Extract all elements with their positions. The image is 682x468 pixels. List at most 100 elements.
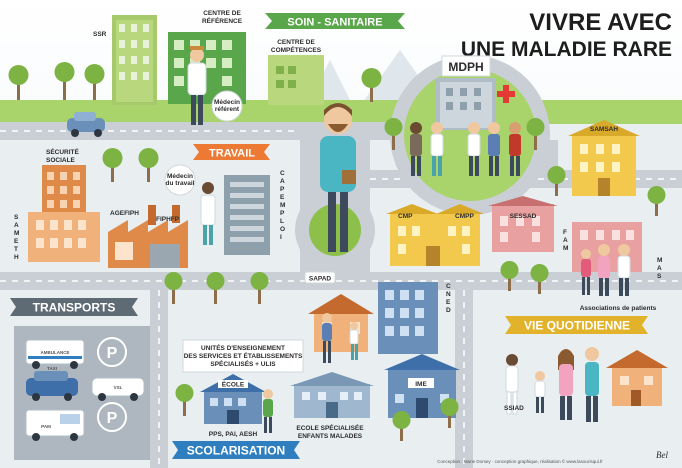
ribbon-travail-label: TRAVAIL xyxy=(209,148,255,160)
parking-p-icon: P xyxy=(107,345,118,362)
building-mdph xyxy=(436,55,496,130)
label-pam: PAM xyxy=(41,424,51,429)
sameth-letter: S xyxy=(14,214,19,221)
cned-letter: D xyxy=(446,307,451,314)
cap-emploi-letter: A xyxy=(280,178,285,185)
person-medecin-travail xyxy=(200,182,216,245)
label-pps: PPS, PAI, AESH xyxy=(209,431,258,438)
cap-emploi-letter: M xyxy=(280,202,285,209)
building-ecole-specialisee xyxy=(290,372,374,418)
label-samsah: SAMSAH xyxy=(590,126,618,133)
cap-emploi-letter: O xyxy=(280,226,285,233)
building-house-vie xyxy=(606,350,668,406)
cned-letter: E xyxy=(446,299,451,306)
label-centre-comp-1: CENTRE DE xyxy=(277,39,315,46)
label-cned: C N E D xyxy=(446,283,451,314)
person-teacher xyxy=(263,389,273,433)
label-ambulance: AMBULANCE xyxy=(41,350,70,355)
building-cned xyxy=(378,282,438,354)
trees-bottom xyxy=(175,384,459,441)
sameth-letter: H xyxy=(14,254,19,261)
label-ssr: SSR xyxy=(93,31,107,38)
vehicle-taxi xyxy=(26,371,78,401)
vehicle-vsl xyxy=(91,377,145,401)
vehicle-ambulance xyxy=(25,339,85,369)
ribbon-vie-label: VIE QUOTIDIENNE xyxy=(524,319,630,333)
sameth-letter: T xyxy=(14,246,18,253)
cap-emploi-letter: P xyxy=(280,186,285,193)
building-ecole xyxy=(200,374,266,424)
building-ssr xyxy=(112,15,157,105)
label-associations: Associations de patients xyxy=(580,305,657,312)
parking-p-icon: P xyxy=(107,410,118,427)
cap-emploi-letter: E xyxy=(280,194,285,201)
building-centre-competences xyxy=(268,55,324,105)
mas-letter: A xyxy=(657,265,662,272)
ribbon-scolarisation: SCOLARISATION xyxy=(172,441,300,459)
fam-letter: A xyxy=(563,237,568,244)
person-central-character xyxy=(320,103,356,252)
ribbon-vie-quotidienne: VIE QUOTIDIENNE xyxy=(505,316,648,334)
building-samsah xyxy=(568,120,640,196)
label-medecin-ref-1: Médecin xyxy=(214,99,240,106)
trees-mdph xyxy=(384,118,545,150)
label-centre-comp-2: COMPÉTENCES xyxy=(271,45,322,54)
label-medecin-travail-1: Médecin xyxy=(167,173,193,180)
label-secu-2: SOCIALE xyxy=(46,157,76,164)
cap-emploi-letter: P xyxy=(280,210,285,217)
ribbon-travail: TRAVAIL xyxy=(193,144,270,160)
label-sessad: SESSAD xyxy=(510,213,537,220)
label-ime: IME xyxy=(415,381,427,388)
sameth-letter: M xyxy=(14,230,19,237)
label-mdph: MDPH xyxy=(448,60,483,74)
label-sapad: SAPAD xyxy=(309,276,332,283)
sameth-letter: A xyxy=(14,222,19,229)
logo-bel: Bel xyxy=(656,450,668,460)
label-medecin-ref-2: référent xyxy=(215,106,240,113)
cned-letter: C xyxy=(446,283,451,290)
label-secu-1: SÉCURITÉ xyxy=(46,147,80,156)
people-sapad xyxy=(322,313,359,363)
label-ssiad: SSIAD xyxy=(504,405,524,412)
ribbon-soin: SOIN - SANITAIRE xyxy=(265,13,405,29)
red-cross-icon xyxy=(497,85,515,103)
label-agefiph: AGEFIPH xyxy=(110,210,139,217)
people-associations xyxy=(581,244,631,296)
main-title-line2: UNE MALADIE RARE xyxy=(461,38,672,61)
label-ulis-3: SPÉCIALISÉS + ULIS xyxy=(210,359,276,368)
cap-emploi-letter: L xyxy=(280,218,284,225)
fam-letter: M xyxy=(563,245,568,252)
bubble-medecin-travail: Médecin du travail xyxy=(164,164,196,196)
person-medecin-referent xyxy=(187,46,207,125)
people-vie-quotidienne xyxy=(505,347,599,422)
ribbon-transports: TRANSPORTS xyxy=(10,298,138,316)
trees-middle xyxy=(102,148,666,216)
cap-emploi-letter: C xyxy=(280,170,285,177)
building-cap-emploi xyxy=(224,175,270,255)
credits: Conception : Marie Dorsey · conception g… xyxy=(437,458,603,464)
building-securite-sociale xyxy=(28,165,100,262)
label-medecin-travail-2: du travail xyxy=(166,180,195,187)
main-title-line1: VIVRE AVEC xyxy=(529,9,672,36)
label-ulis-1: UNITÉS D'ENSEIGNEMENT xyxy=(201,343,285,352)
bubble-medecin-referent: Médecin référent xyxy=(211,90,243,122)
label-centre-ref-2: RÉFÉRENCE xyxy=(202,16,243,25)
label-cap-emploi: C A P E M P L O I xyxy=(280,170,285,241)
label-ecole: ÉCOLE xyxy=(222,380,245,389)
mas-letter: S xyxy=(657,273,662,280)
label-taxi: TAXI xyxy=(47,366,57,371)
label-cmpp: CMPP xyxy=(455,213,474,220)
cned-letter: N xyxy=(446,291,451,298)
car-blue xyxy=(67,112,105,137)
sameth-letter: E xyxy=(14,238,19,245)
label-cmp: CMP xyxy=(398,213,413,220)
fam-letter: F xyxy=(563,229,567,236)
cap-emploi-letter: I xyxy=(280,234,282,241)
label-sameth: S A M E T H xyxy=(14,214,19,261)
building-sessad xyxy=(488,196,558,252)
label-fiphfp: FIPHFP xyxy=(156,216,180,223)
ribbon-soin-label: SOIN - SANITAIRE xyxy=(287,17,382,29)
label-fam: F A M xyxy=(563,229,568,252)
